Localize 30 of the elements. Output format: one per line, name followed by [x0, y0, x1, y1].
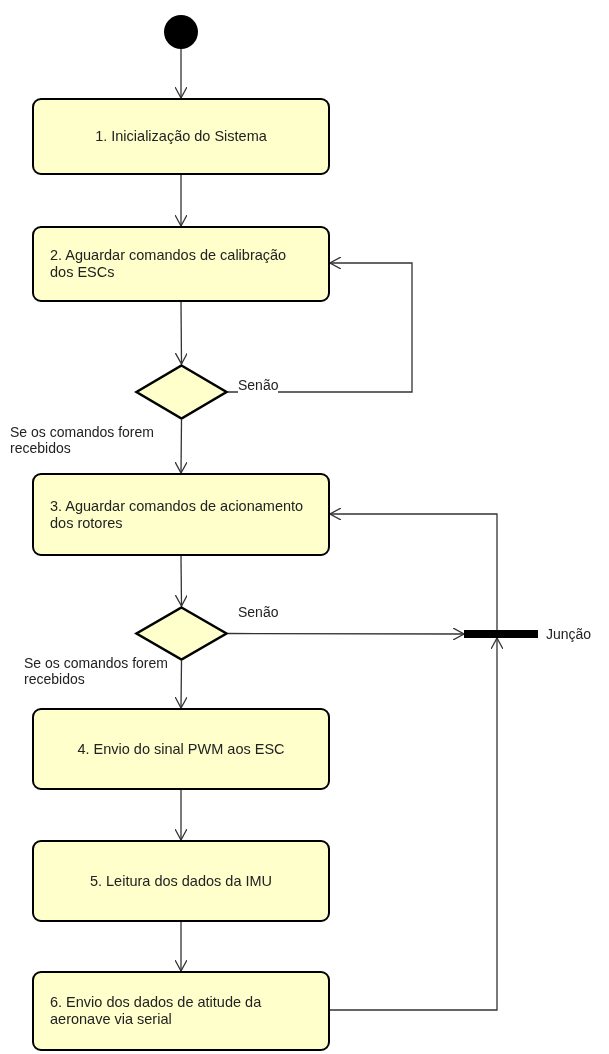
step-label: 1. Inicialização do Sistema — [95, 128, 267, 145]
arrow — [227, 627, 465, 641]
arrow — [174, 660, 188, 709]
join-bar — [464, 630, 538, 638]
arrow — [174, 174, 188, 227]
step-label: 3. Aguardar comandos de acionamento dos rotores — [50, 497, 305, 532]
decision-diamond — [135, 364, 228, 420]
arrow — [227, 256, 413, 393]
arrow — [329, 507, 498, 631]
edge-label: Senão — [238, 377, 279, 393]
process-box — [32, 971, 330, 1051]
process-box — [32, 226, 330, 302]
process-box — [32, 473, 330, 556]
arrow — [329, 637, 504, 1011]
process-box — [32, 708, 330, 790]
join-label: Junção — [546, 626, 592, 642]
step-label: 6. Envio dos dados de atitude da aeronave via serial — [50, 994, 263, 1028]
arrow — [174, 921, 188, 972]
step-label: 5. Leitura dos dados da IMU — [89, 872, 273, 890]
arrow — [174, 48, 188, 99]
arrow — [174, 419, 188, 474]
start-node — [163, 15, 199, 49]
arrow — [174, 789, 188, 841]
step-label: 4. Envio do sinal PWM aos ESC — [77, 740, 285, 758]
step-label: 2. Aguardar comandos de calibração dos ESCs — [50, 247, 288, 281]
arrow — [174, 301, 189, 365]
process-box — [32, 98, 330, 175]
edge-label: Senão — [238, 604, 279, 620]
process-box — [32, 840, 330, 922]
arrow — [174, 555, 189, 607]
